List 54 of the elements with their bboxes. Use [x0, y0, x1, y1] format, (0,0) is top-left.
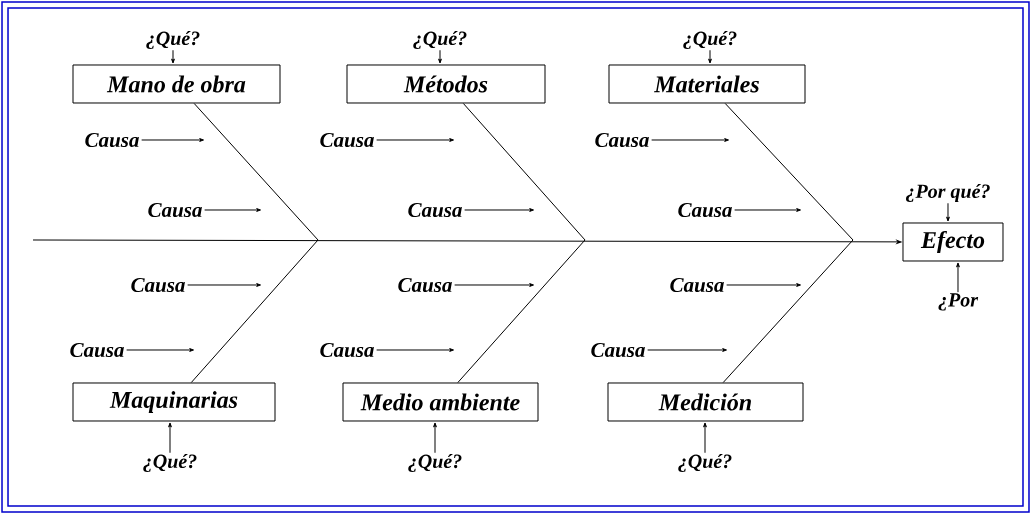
cause-label: Causa	[408, 202, 462, 218]
arrow	[734, 208, 801, 212]
bone-line	[457, 239, 586, 383]
arrow	[168, 422, 172, 454]
arrow	[651, 138, 729, 142]
cause-label: Causa	[85, 132, 139, 148]
category-box: Mano de obra	[72, 64, 281, 104]
cause-label: Causa	[591, 342, 645, 358]
arrow	[726, 283, 801, 287]
cause-label: Causa	[320, 342, 374, 358]
bone-line	[193, 103, 319, 241]
question-label: ¿Qué?	[683, 30, 737, 50]
cause-label: Causa	[670, 277, 724, 293]
arrow	[376, 138, 454, 142]
arrow	[703, 422, 707, 454]
arrow	[438, 49, 442, 64]
question-label: ¿Qué?	[678, 453, 732, 472]
cause-label: Causa	[148, 202, 202, 218]
bone-line	[722, 239, 854, 383]
arrow	[956, 262, 960, 293]
arrow	[464, 208, 534, 212]
cause-label: Causa	[678, 202, 732, 218]
cause-label: Causa	[131, 277, 185, 293]
question-label: ¿Qué?	[146, 30, 200, 50]
question-label: ¿Qué?	[143, 453, 197, 472]
question-label: ¿Por	[938, 293, 979, 311]
arrow	[171, 49, 175, 64]
category-box: Maquinarias	[72, 382, 276, 422]
arrow	[141, 138, 204, 142]
cause-label: Causa	[70, 342, 124, 358]
arrow	[708, 49, 712, 64]
bone-line	[462, 103, 586, 241]
bone-line	[190, 239, 319, 383]
spine-arrow	[32, 239, 902, 244]
arrow	[647, 348, 727, 352]
effect-box: Efecto	[902, 222, 1004, 262]
category-box: Materiales	[608, 64, 806, 104]
bone-line	[724, 103, 854, 241]
cause-label: Causa	[398, 277, 452, 293]
arrow	[376, 348, 454, 352]
cause-label: Causa	[595, 132, 649, 148]
category-box: Medición	[607, 382, 804, 422]
question-label: ¿Qué?	[413, 30, 467, 50]
arrow	[126, 348, 195, 352]
arrow	[204, 208, 261, 212]
question-label: ¿Por qué?	[905, 183, 990, 203]
question-label: ¿Qué?	[408, 453, 462, 472]
arrow	[433, 422, 437, 454]
category-box: Medio ambiente	[342, 382, 539, 422]
arrow	[454, 283, 534, 287]
category-box: Métodos	[346, 64, 546, 104]
cause-label: Causa	[320, 132, 374, 148]
arrow	[187, 283, 261, 287]
arrow	[946, 202, 950, 222]
